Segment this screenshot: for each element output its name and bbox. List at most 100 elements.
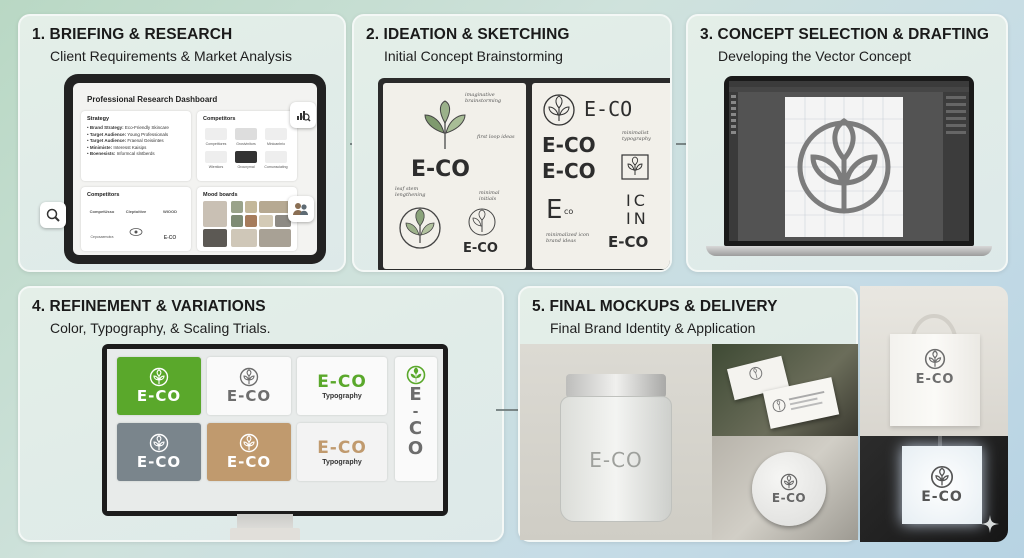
leaf-logo-icon [772,399,786,413]
competitor-label: Grounymal [237,165,255,169]
tool-icon[interactable] [731,107,736,110]
panel-subtitle: Client Requirements & Market Analysis [50,48,292,64]
strategy-item: • Target Audience: Young Professionals [87,131,169,137]
jar-mockup: E-CO [520,344,712,540]
panel-refinement-variations: 4. REFINEMENT & VARIATIONS Color, Typogr… [18,286,504,542]
panel-title: 3. CONCEPT SELECTION & DRAFTING [700,26,990,43]
magnifier-search-icon [40,202,66,228]
sketch-brand: E-CO [542,159,596,183]
dashboard-title: Professional Research Dashboard [87,95,218,104]
sketch-note: leaf stem lengthening [395,186,426,198]
mood-image [259,201,291,213]
vertical-letter: C [408,418,424,439]
variation-wordmark: E-CO [136,453,182,471]
vector-editor-window [729,81,969,241]
competitors-heading: Competitors [87,192,120,198]
tool-icon[interactable] [731,113,736,116]
bag-wordmark: E-CO [915,372,955,387]
strategy-item: • Brand Strategy: Eco-Friendly Skincare [87,125,169,130]
panel-briefing-research: 1. BRIEFING & RESEARCH Client Requiremen… [18,14,346,272]
competitors-card: Competitors Competitores Grosivinitors M… [197,111,297,181]
lightbox-sign-mockup: E-CO [860,436,1008,542]
panel-subtitle: Final Brand Identity & Application [550,320,756,336]
panel-subtitle: Developing the Vector Concept [718,48,912,64]
artboard-canvas[interactable] [785,97,903,237]
competitors-heading: Competitors [203,116,236,122]
leaf-logo-icon [149,433,169,453]
editor-menubar [729,81,969,87]
panel-row[interactable] [946,110,966,113]
competitor-logo [205,128,227,140]
sketch-brand: E-CO [542,133,596,157]
sparkle-icon [981,515,999,533]
strategy-heading: Strategy [87,116,110,122]
leaf-circle-sketch-icon [399,207,441,249]
competitor-logo [265,128,287,140]
sketch-brand: E-CO [608,233,649,251]
competitor-eye-logo [129,228,143,236]
lightbox-sign: E-CO [902,446,982,524]
panel-row[interactable] [946,131,966,134]
panel-title: 5. FINAL MOCKUPS & DELIVERY [532,298,778,315]
editor-tabbar [729,87,969,92]
panel-title: 1. BRIEFING & RESEARCH [32,26,233,43]
leaf-logo-icon [930,465,954,489]
competitor-label: Comunsciating [264,165,288,169]
mood-swatch [259,215,273,227]
panel-concept-drafting: 3. CONCEPT SELECTION & DRAFTING Developi… [686,14,1008,272]
panel-row[interactable] [946,103,966,106]
competitor-label: E-CO [163,235,177,241]
sketch-brand: E-CO [411,157,471,182]
panel-row[interactable] [946,124,966,127]
research-chart-icon [290,102,316,128]
competitor-label: Ceposaemotra [90,235,114,239]
tool-icon[interactable] [731,101,736,104]
editor-panels[interactable] [943,92,969,241]
leaf-logo-icon [149,367,169,387]
strategy-item: • Minimiste: Interesst Kaisips [87,144,147,150]
tool-icon[interactable] [731,95,736,98]
variation-wordmark: E-CO [136,387,182,405]
competitor-label: WIOOD [163,209,177,214]
leaf-logo-icon [780,473,798,491]
strategy-card: Strategy • Brand Strategy: Eco-Friendly … [81,111,191,181]
moodboards-heading: Mood boards [203,192,238,198]
sketch-note: first loop ideas [477,134,515,140]
mood-swatch [275,215,291,227]
editor-toolbar[interactable] [729,92,738,241]
sketch-note: minimalized icon brand ideas [546,232,590,244]
tool-icon[interactable] [731,119,736,122]
panel-row[interactable] [946,96,966,99]
variation-caption: Typography [322,459,362,466]
variation-tile-white: E-CO [207,357,291,415]
sketch-glyph: IC [626,191,648,210]
sketch-page-right: E-CO E-CO minimalist typography E-CO E c… [532,83,670,269]
tote-bag-mockup: E-CO [860,286,1008,436]
jar-lid [566,374,666,398]
leaf-logo-icon [749,366,763,380]
leaf-outline-sketch-icon [468,208,496,236]
competitor-label: Grosivinitors [236,142,256,146]
leaf-square-sketch-icon [621,154,649,180]
leaf-sketch-icon [424,100,466,149]
panel-row[interactable] [946,117,966,120]
tool-icon[interactable] [731,125,736,128]
strategy-item: • Boenesists: Informcal slntberds [87,151,155,156]
panel-subtitle: Color, Typography, & Scaling Trials. [50,320,271,336]
variation-wordmark: E-CO [317,372,367,392]
competitor-logo [265,151,287,163]
sketch-page-left: E-CO imaginative brainstorming first loo… [383,83,526,269]
laptop-base [706,246,992,256]
sketch-note: imaginative brainstorming [465,92,502,104]
variation-tile-slate: E-CO [117,423,201,481]
variation-caption: Typography [322,393,362,400]
jar-body [560,396,672,522]
tablet-device: Professional Research Dashboard Strategy… [64,74,326,264]
leaf-logo-icon [239,367,259,387]
mood-swatch [231,215,243,227]
tool-icon[interactable] [731,131,736,134]
business-card [762,377,840,429]
variation-tile-green: E-CO [117,357,201,415]
competitor-label: Cleptoitive [125,209,147,214]
variation-wordmark: E-CO [226,387,272,405]
